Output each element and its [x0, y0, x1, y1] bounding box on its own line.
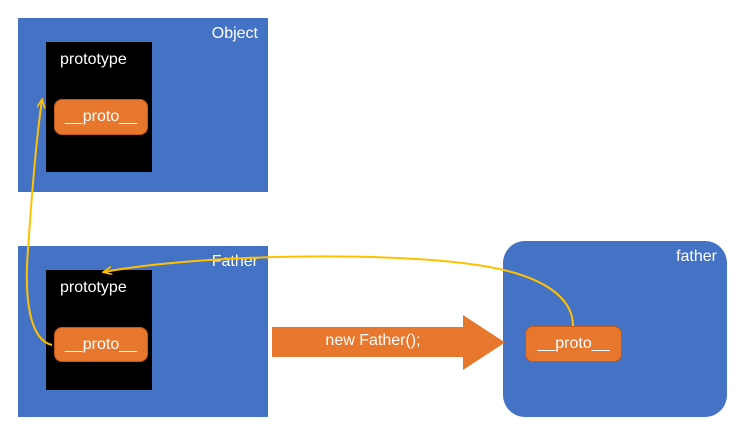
father-instance-proto-pill[interactable]: __proto__ [525, 326, 622, 362]
father-prototype-title: prototype [60, 279, 127, 296]
father-instance-label: father [676, 248, 717, 265]
link-instance-proto-to-father-prototype [104, 255, 574, 327]
link-father-proto-to-object-prototype [25, 100, 53, 346]
new-father-arrow-icon [272, 315, 505, 370]
object-proto-pill[interactable]: __proto__ [54, 99, 148, 135]
father-proto-pill[interactable]: __proto__ [54, 327, 148, 362]
object-label: Object [211, 25, 258, 42]
object-prototype-title: prototype [60, 51, 127, 68]
